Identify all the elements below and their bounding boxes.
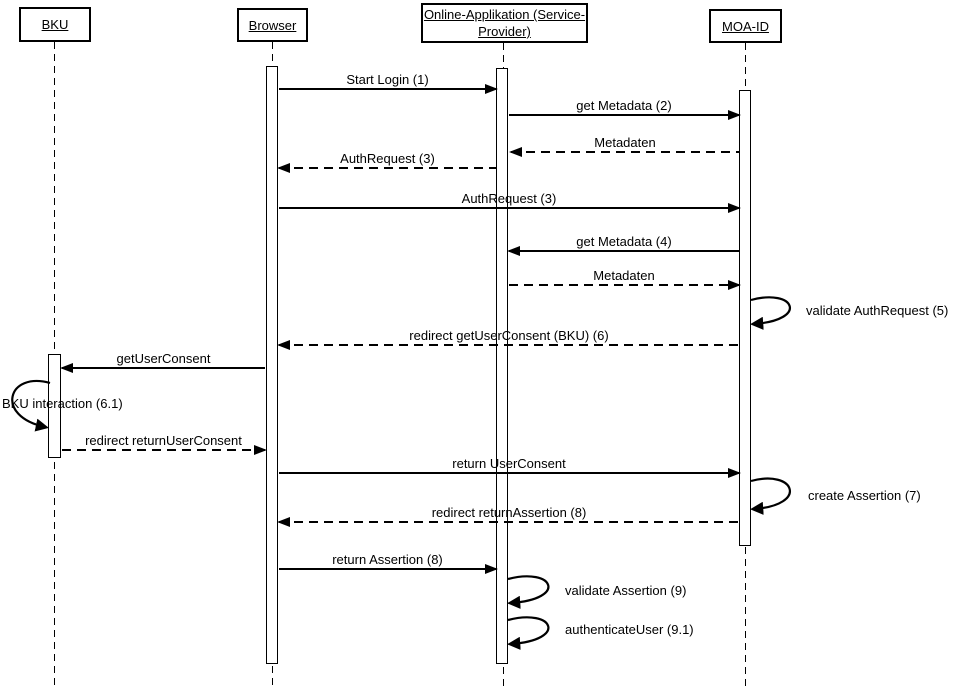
arrowhead-icon — [507, 246, 520, 256]
arrowhead-icon — [277, 340, 290, 350]
message-return-userconsent: return UserConsent — [278, 453, 741, 479]
message-get-metadata-4: get Metadata (4) — [507, 231, 740, 257]
self-loop-validate-authrequest-icon — [750, 296, 791, 330]
message-get-metadata-4-label: get Metadata (4) — [576, 234, 672, 249]
message-return-userconsent-label: return UserConsent — [452, 456, 566, 471]
self-message-bku-interaction-label: BKU interaction (6.1) — [2, 396, 123, 411]
actor-bku: BKU — [19, 7, 91, 42]
self-message-authenticateuser-label: authenticateUser (9.1) — [565, 622, 694, 637]
arrowhead-icon — [277, 517, 290, 527]
arrowhead-icon — [728, 203, 741, 213]
message-line — [509, 250, 739, 252]
message-redirect-getuserconsent-label: redirect getUserConsent (BKU) (6) — [409, 328, 609, 343]
message-redirect-returnassertion: redirect returnAssertion (8) — [277, 502, 740, 528]
message-return-assertion-label: return Assertion (8) — [332, 552, 443, 567]
self-loop-bku-interaction-icon — [11, 380, 51, 432]
activation-online-applikation — [496, 68, 508, 664]
message-getuserconsent-label: getUserConsent — [116, 351, 211, 366]
self-message-validate-authrequest-label: validate AuthRequest (5) — [806, 303, 949, 318]
message-get-metadata-2: get Metadata (2) — [508, 95, 741, 121]
message-line — [279, 472, 739, 474]
message-redirect-returnassertion-label: redirect returnAssertion (8) — [431, 505, 587, 520]
message-authrequest-3-to-browser-label: AuthRequest (3) — [340, 151, 435, 166]
arrowhead-icon — [277, 163, 290, 173]
message-line — [279, 344, 739, 346]
message-metadaten-1: Metadaten — [509, 132, 740, 158]
message-line — [279, 88, 496, 90]
message-line — [62, 449, 265, 451]
self-message-create-assertion-label: create Assertion (7) — [808, 488, 921, 503]
arrowhead-icon — [728, 468, 741, 478]
message-metadaten-2-label: Metadaten — [593, 268, 655, 283]
actor-online-applikation-label-line2: Provider) — [478, 24, 531, 39]
message-redirect-returnuserconsent: redirect returnUserConsent — [61, 430, 267, 456]
self-loop-create-assertion-icon — [750, 477, 791, 515]
actor-online-applikation: Online-Applikation (Service- Provider) — [421, 3, 588, 43]
message-start-login: Start Login (1) — [278, 69, 498, 95]
arrowhead-icon — [728, 110, 741, 120]
message-redirect-getuserconsent: redirect getUserConsent (BKU) (6) — [277, 325, 740, 351]
message-authrequest-3-to-moaid: AuthRequest (3) — [278, 188, 741, 214]
activation-browser — [266, 66, 278, 664]
actor-moa-id-label: MOA-ID — [722, 18, 769, 34]
message-getuserconsent: getUserConsent — [60, 348, 266, 374]
message-line — [279, 521, 739, 523]
message-authrequest-3-to-browser: AuthRequest (3) — [277, 148, 497, 174]
self-loop-validate-assertion-icon — [507, 575, 550, 609]
arrowhead-icon — [485, 564, 498, 574]
message-line — [279, 167, 496, 169]
message-redirect-returnuserconsent-label: redirect returnUserConsent — [85, 433, 242, 448]
self-loop-authenticateuser-icon — [507, 616, 550, 650]
arrowhead-icon — [728, 280, 741, 290]
actor-bku-label: BKU — [41, 17, 69, 32]
message-line — [509, 114, 739, 116]
arrowhead-icon — [509, 147, 522, 157]
arrowhead-icon — [60, 363, 73, 373]
message-line — [279, 207, 739, 209]
arrowhead-icon — [485, 84, 498, 94]
message-line — [511, 151, 739, 153]
message-line — [509, 284, 739, 286]
actor-browser: Browser — [237, 8, 308, 42]
activation-bku — [48, 354, 61, 458]
message-line — [279, 568, 496, 570]
self-message-validate-assertion-label: validate Assertion (9) — [565, 583, 687, 598]
actor-online-applikation-label-line1: Online-Applikation (Service- — [423, 7, 586, 22]
actor-moa-id: MOA-ID — [709, 9, 782, 43]
message-start-login-label: Start Login (1) — [346, 72, 429, 87]
message-return-assertion: return Assertion (8) — [278, 549, 498, 575]
actor-browser-label: Browser — [248, 17, 297, 33]
message-metadaten-2: Metadaten — [508, 265, 741, 291]
message-get-metadata-2-label: get Metadata (2) — [576, 98, 672, 113]
message-authrequest-3-to-moaid-label: AuthRequest (3) — [461, 191, 557, 206]
message-line — [62, 367, 265, 369]
arrowhead-icon — [254, 445, 267, 455]
message-metadaten-1-label: Metadaten — [594, 135, 656, 150]
